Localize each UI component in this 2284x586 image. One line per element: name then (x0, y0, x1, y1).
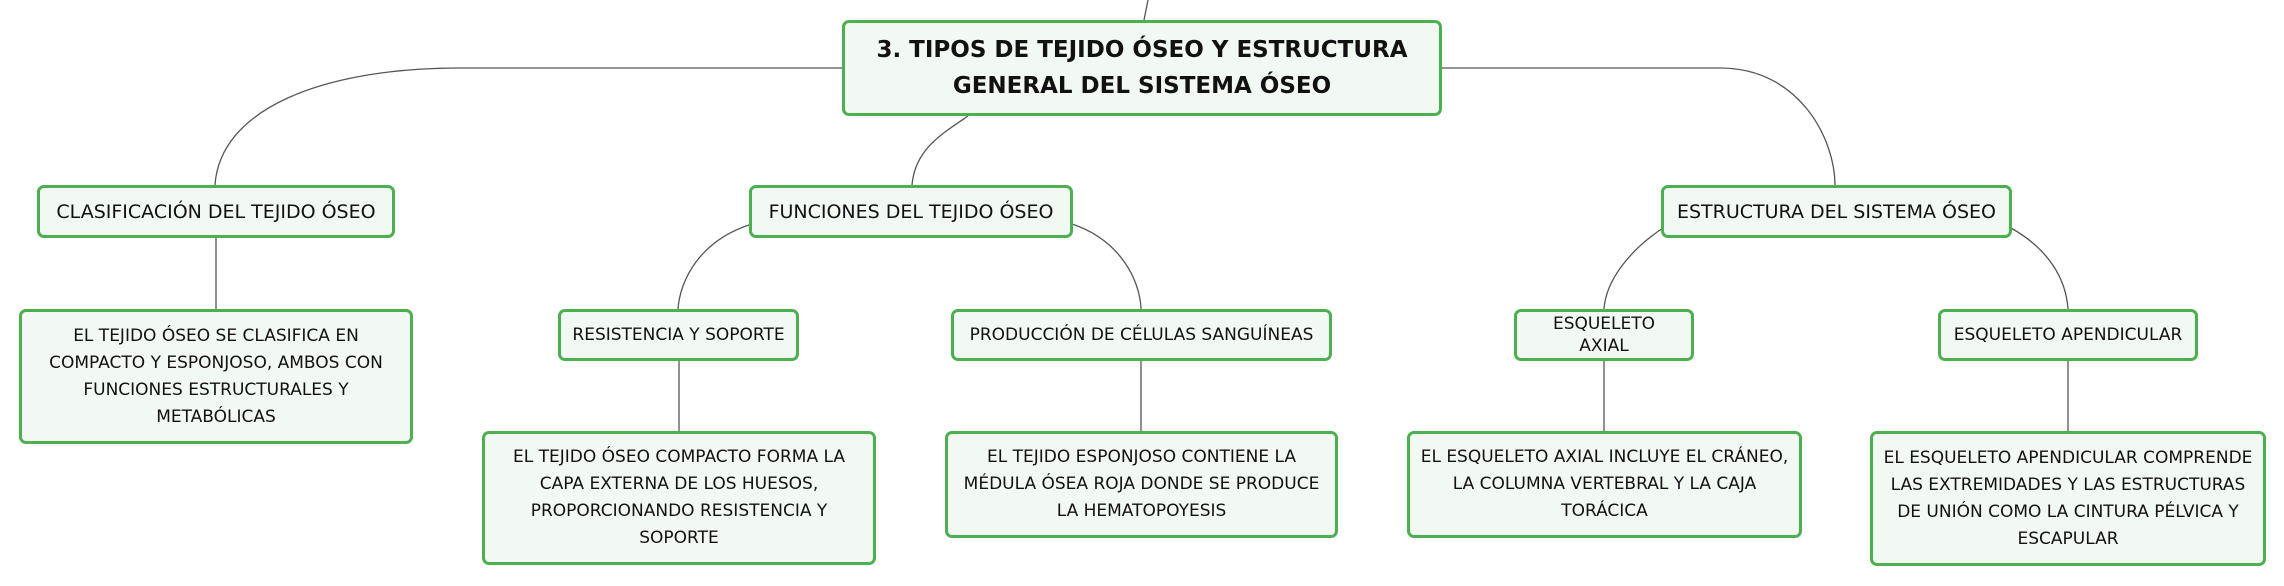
detail-produccion-text: EL TEJIDO ESPONJOSO CONTIENE LA MÉDULA Ó… (963, 447, 1320, 521)
subtopic-apendicular-label: ESQUELETO APENDICULAR (1953, 325, 2183, 345)
subtopic-apendicular[interactable]: ESQUELETO APENDICULAR (1938, 309, 2198, 361)
subtopic-axial-label: ESQUELETO AXIAL (1552, 314, 1656, 356)
detail-axial-text: EL ESQUELETO AXIAL INCLUYE EL CRÁNEO, LA… (1420, 447, 1789, 521)
root-topic-label: 3. TIPOS DE TEJIDO ÓSEO Y ESTRUCTURA GEN… (876, 37, 1408, 99)
root-topic[interactable]: 3. TIPOS DE TEJIDO ÓSEO Y ESTRUCTURA GEN… (842, 20, 1442, 116)
detail-apendicular[interactable]: EL ESQUELETO APENDICULAR COMPRENDE LAS E… (1870, 431, 2266, 566)
subtopic-produccion[interactable]: PRODUCCIÓN DE CÉLULAS SANGUÍNEAS (951, 309, 1332, 361)
topic-funciones-label: FUNCIONES DEL TEJIDO ÓSEO (768, 200, 1054, 223)
connector-funciones-produccion (1071, 223, 1142, 310)
detail-clasificacion[interactable]: EL TEJIDO ÓSEO SE CLASIFICA EN COMPACTO … (19, 309, 413, 444)
connector-root-funciones (911, 115, 969, 186)
detail-resistencia-text: EL TEJIDO ÓSEO COMPACTO FORMA LA CAPA EX… (513, 447, 845, 548)
detail-clasificacion-text: EL TEJIDO ÓSEO SE CLASIFICA EN COMPACTO … (49, 325, 383, 427)
topic-funciones[interactable]: FUNCIONES DEL TEJIDO ÓSEO (749, 185, 1073, 238)
topic-estructura[interactable]: ESTRUCTURA DEL SISTEMA ÓSEO (1661, 185, 2012, 238)
topic-clasificacion[interactable]: CLASIFICACIÓN DEL TEJIDO ÓSEO (37, 185, 395, 238)
detail-produccion[interactable]: EL TEJIDO ESPONJOSO CONTIENE LA MÉDULA Ó… (945, 431, 1338, 538)
subtopic-produccion-label: PRODUCCIÓN DE CÉLULAS SANGUÍNEAS (969, 325, 1314, 345)
subtopic-axial[interactable]: ESQUELETO AXIAL (1514, 309, 1694, 361)
subtopic-resistencia[interactable]: RESISTENCIA Y SOPORTE (558, 309, 799, 361)
connector-funciones-resistencia (677, 223, 753, 310)
connector-estructura-axial (1603, 227, 1664, 310)
topic-estructura-label: ESTRUCTURA DEL SISTEMA ÓSEO (1676, 200, 1997, 223)
connector-root-parent (1143, 0, 1149, 21)
topic-clasificacion-label: CLASIFICACIÓN DEL TEJIDO ÓSEO (56, 200, 376, 223)
connector-root-clasificacion (214, 67, 842, 186)
detail-resistencia[interactable]: EL TEJIDO ÓSEO COMPACTO FORMA LA CAPA EX… (482, 431, 876, 565)
subtopic-resistencia-label: RESISTENCIA Y SOPORTE (572, 325, 785, 345)
connector-root-estructura (1442, 67, 1836, 186)
detail-axial[interactable]: EL ESQUELETO AXIAL INCLUYE EL CRÁNEO, LA… (1407, 431, 1802, 538)
connector-estructura-apendicular (2010, 227, 2069, 310)
detail-apendicular-text: EL ESQUELETO APENDICULAR COMPRENDE LAS E… (1883, 447, 2253, 549)
